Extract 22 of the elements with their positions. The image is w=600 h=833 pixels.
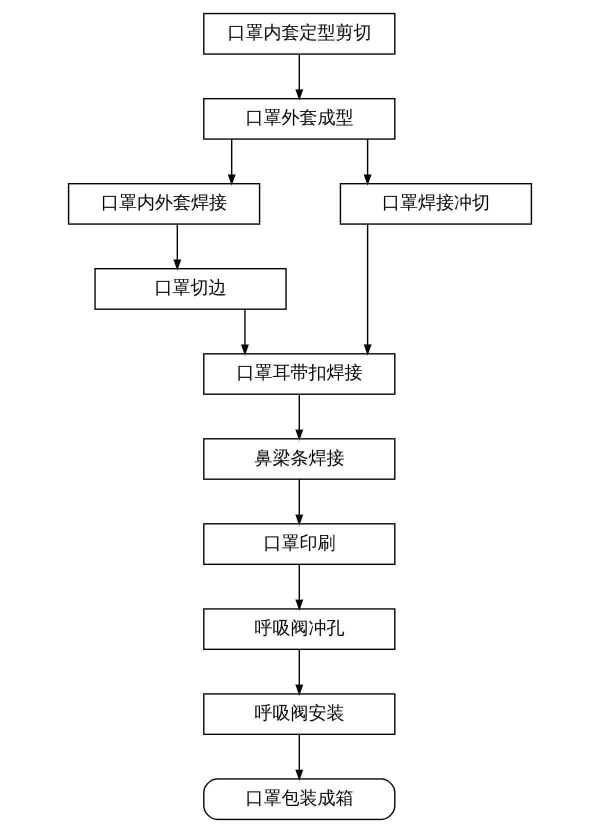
arrow (295, 54, 304, 101)
node-box: 口罩内外套焊接 (68, 182, 260, 225)
node-box: 鼻梁条焊接 (203, 438, 396, 480)
node-box: 口罩内套定型剪切 (203, 12, 396, 55)
node-box: 口罩耳带扣焊接 (203, 353, 396, 395)
arrow (295, 564, 304, 611)
arrow (364, 139, 372, 186)
node-box: 口罩切边 (94, 268, 287, 310)
arrow (241, 310, 249, 356)
arrow (295, 394, 304, 441)
arrow (364, 224, 372, 356)
node-box: 呼吸阀安装 (203, 693, 396, 736)
arrow (295, 734, 304, 781)
arrow (228, 139, 236, 186)
node-box: 口罩印刷 (203, 523, 396, 565)
arrow (295, 650, 304, 696)
node-box: 口罩焊接冲切 (340, 182, 532, 225)
node-box: 口罩包装成箱 (203, 778, 396, 820)
node-box: 口罩外套成型 (203, 98, 396, 140)
node-box: 呼吸阀冲孔 (203, 608, 396, 650)
arrow (173, 224, 182, 271)
arrow (295, 480, 304, 526)
